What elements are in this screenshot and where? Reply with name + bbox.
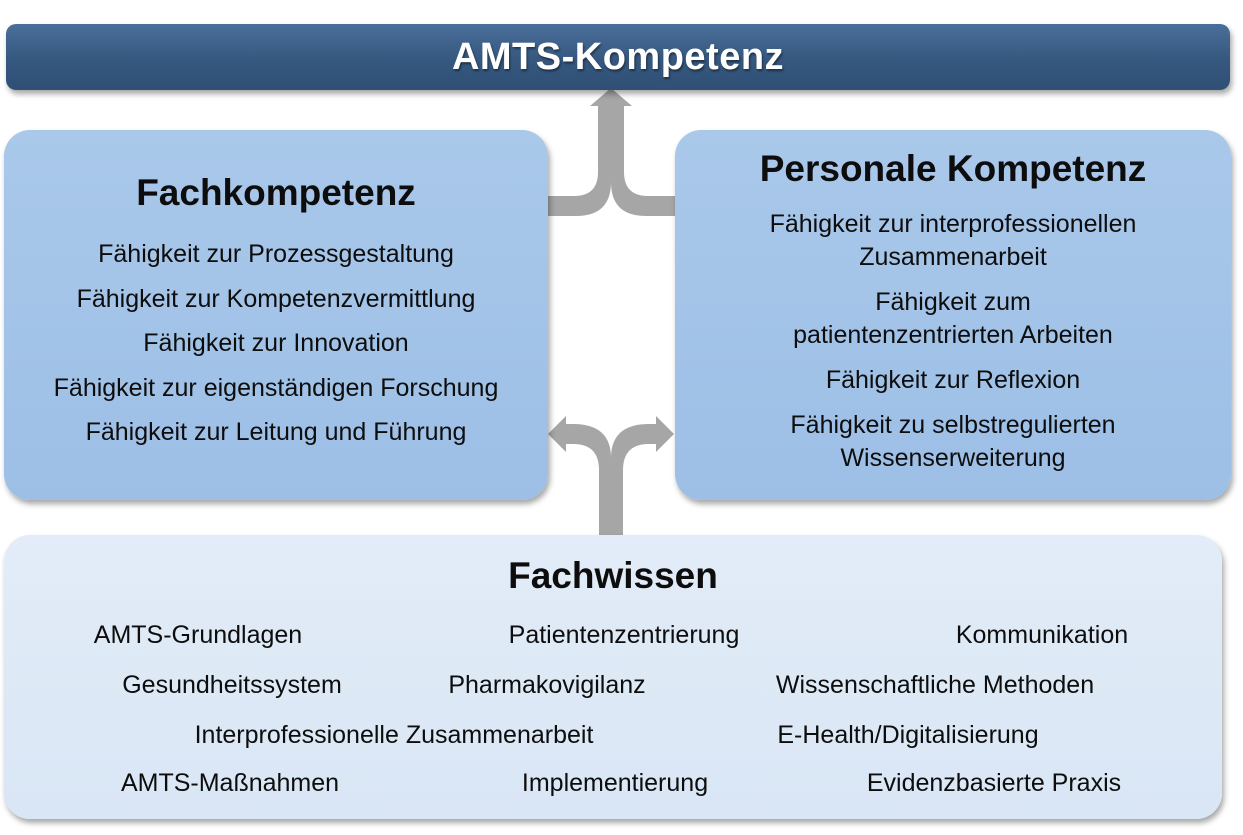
fachwissen-item: Evidenzbasierte Praxis — [866, 769, 1122, 797]
fachkompetenz-title: Fachkompetenz — [136, 172, 416, 213]
amts-kompetenz-banner: AMTS-Kompetenz — [6, 24, 1230, 90]
fachwissen-item: Interprofessionelle Zusammenarbeit — [194, 721, 594, 749]
personale-kompetenz-box: Personale Kompetenz Fähigkeit zur interp… — [675, 130, 1231, 500]
fachkompetenz-item: Fähigkeit zur Prozessgestaltung — [98, 240, 454, 268]
fachkompetenz-item: Fähigkeit zur Kompetenzvermittlung — [76, 284, 476, 313]
upper-merge-arrow — [548, 88, 675, 216]
fachkompetenz-box: Fachkompetenz Fähigkeit zur Prozessgesta… — [4, 130, 548, 500]
fachwissen-item: AMTS-Maßnahmen — [120, 769, 340, 797]
personale-kompetenz-item: Fähigkeit zur Reflexion — [825, 366, 1081, 394]
fachwissen-item: Gesundheitssystem — [122, 671, 342, 699]
fachwissen-title: Fachwissen — [508, 555, 718, 596]
personale-kompetenz-item: Fähigkeit zu selbstregulierten Wissenser… — [790, 411, 1116, 472]
personale-kompetenz-item: Fähigkeit zur interprofessionellen Zusam… — [769, 210, 1137, 271]
fachkompetenz-item: Fähigkeit zur Innovation — [143, 329, 409, 357]
fachwissen-item: Implementierung — [521, 769, 709, 797]
amts-kompetenz-title: AMTS-Kompetenz — [451, 35, 785, 78]
fachkompetenz-item: Fähigkeit zur Leitung und Führung — [85, 418, 467, 446]
lower-split-arrow — [548, 416, 674, 535]
personale-kompetenz-title: Personale Kompetenz — [759, 148, 1147, 189]
fachwissen-item: Pharmakovigilanz — [448, 671, 646, 699]
personale-kompetenz-item: Fähigkeit zum patientenzentrierten Arbei… — [793, 288, 1113, 349]
fachwissen-item: E-Health/Digitalisierung — [777, 721, 1039, 749]
fachwissen-item: Wissenschaftliche Methoden — [775, 671, 1095, 699]
fachwissen-item: Kommunikation — [955, 621, 1129, 649]
fachwissen-box: Fachwissen AMTS-Grundlagen Patientenzent… — [4, 535, 1222, 819]
fachwissen-item: AMTS-Grundlagen — [93, 621, 303, 649]
fachwissen-item: Patientenzentrierung — [508, 621, 740, 649]
fachkompetenz-item: Fähigkeit zur eigenständigen Forschung — [53, 373, 499, 402]
